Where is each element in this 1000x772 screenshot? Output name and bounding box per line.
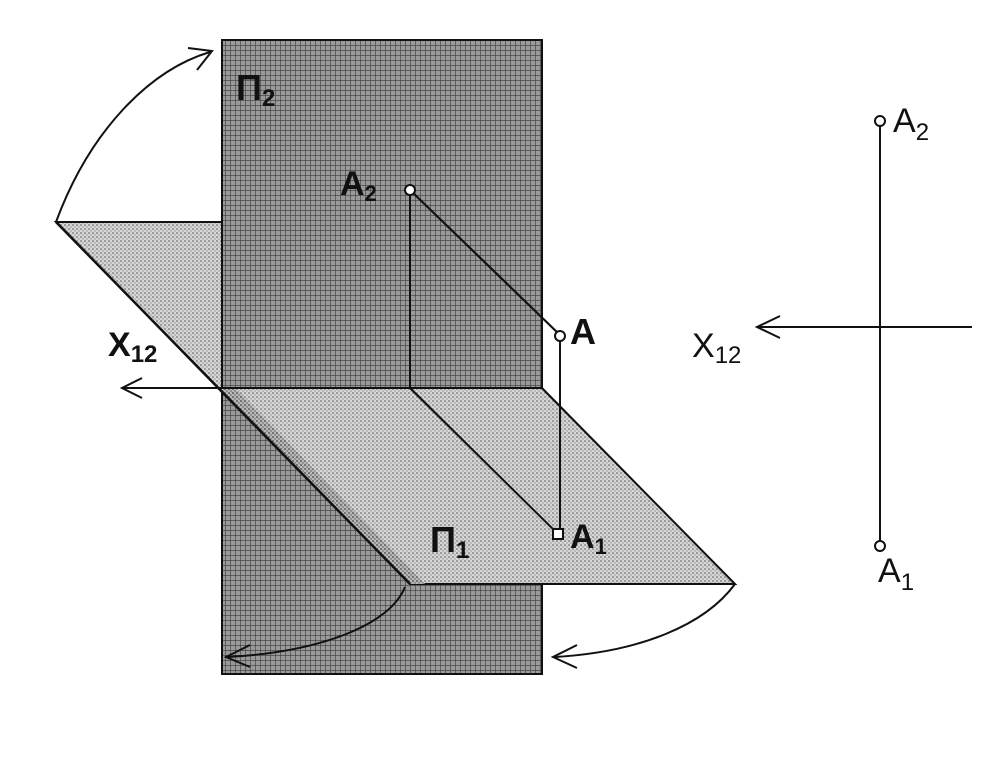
label-a1-epure: A1: [878, 552, 914, 596]
label-pi1: Π1: [430, 519, 469, 564]
point-a2-marker: [404, 184, 416, 196]
rotation-arrow-bottom-right: [554, 583, 736, 658]
label-a-3d: A: [570, 311, 596, 352]
epure-a2-marker: [874, 115, 886, 127]
point-a1-marker: [552, 528, 564, 540]
rotation-arrow-bottom-left: [227, 586, 406, 658]
rotation-arrow-top-head: [187, 47, 214, 71]
rotation-arrow-bottom-left-head: [223, 644, 251, 668]
projector-axis-to-a1: [409, 387, 559, 535]
label-x12-3d: X12: [108, 326, 157, 368]
axis-x12-arrow: [119, 377, 143, 399]
label-a2-epure: A2: [893, 102, 929, 146]
epure-a1-marker: [874, 540, 886, 552]
point-a-marker: [554, 330, 566, 342]
figure-3d: Π2 A2 A X12 Π1 A1: [53, 39, 738, 675]
label-x12-epure: X12: [692, 327, 741, 369]
epure-axis-arrow: [754, 315, 781, 339]
label-a2-3d: A2: [340, 165, 377, 206]
horizontal-plane-left-edge: [55, 221, 411, 585]
label-a1-3d: A1: [570, 518, 607, 559]
rotation-arrow-bottom-right-head: [550, 644, 578, 669]
horizontal-plane-edge-band: [218, 388, 425, 584]
rotation-arrow-top: [55, 51, 211, 223]
label-pi2: Π2: [236, 67, 275, 112]
projector-a2-to-a: [409, 189, 561, 336]
figure-epure: A2 X12 A1: [692, 102, 972, 596]
